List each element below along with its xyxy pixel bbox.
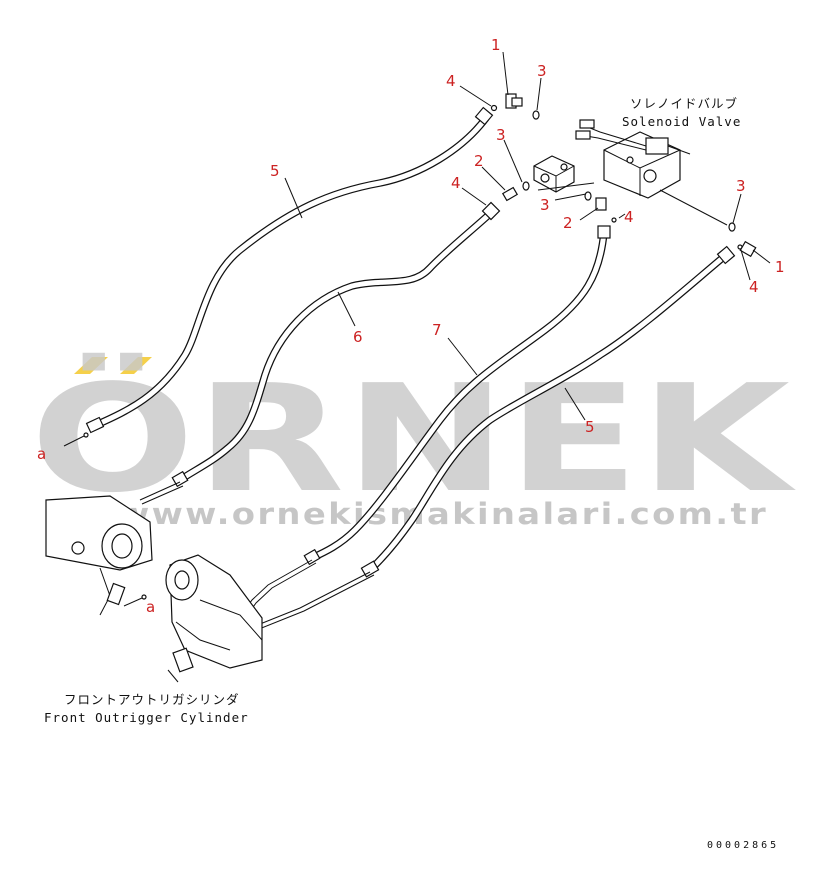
callout-2-right: 2	[563, 214, 573, 232]
front-outrigger-cylinder-front	[165, 554, 263, 683]
drawing-number: 00002865	[707, 840, 779, 851]
cylinder-label-en: Front Outrigger Cylinder	[44, 710, 249, 725]
grease-nipple-bottom	[123, 594, 147, 607]
front-outrigger-cylinder-rear	[45, 495, 153, 616]
fitting-hose5-bottom	[85, 416, 105, 434]
connector-block	[533, 155, 575, 193]
o-ring-block-right	[584, 191, 592, 201]
callout-2-left: 2	[474, 152, 484, 170]
callout-a-left: a	[37, 445, 46, 463]
solenoid-valve-label-en: Solenoid Valve	[622, 114, 741, 129]
grease-nipple-left	[63, 432, 89, 447]
solenoid-valve-label-jp: ソレノイドバルブ	[630, 96, 738, 111]
cylinder-label-jp: フロントアウトリガシリンダ	[64, 692, 240, 707]
callout-4-right: 4	[624, 208, 634, 226]
hose-5-upper	[85, 106, 494, 434]
watermark-accent-mark-left	[74, 357, 108, 374]
hose-6	[171, 201, 501, 488]
o-ring-top	[490, 104, 498, 112]
callout-4-lower: 4	[749, 278, 759, 296]
callout-7: 7	[432, 321, 442, 339]
callout-3-top: 3	[537, 62, 547, 80]
fittings	[63, 93, 757, 607]
o-ring-3-right	[728, 222, 736, 232]
callout-4-top: 4	[446, 72, 456, 90]
callout-6: 6	[353, 328, 363, 346]
callout-3-block: 3	[540, 196, 550, 214]
watermark-brand: ÖRNEK	[30, 352, 797, 525]
watermark-url: www.ornekismakinalari.com.tr	[118, 497, 768, 531]
component-labels: ソレノイドバルブ Solenoid Valve フロントアウトリガシリンダ Fr…	[44, 96, 779, 851]
hose-7	[303, 225, 611, 566]
elbow-fitting-right	[595, 197, 617, 223]
fitting-hose5-top	[474, 106, 494, 126]
callout-3-right: 3	[736, 177, 746, 195]
callout-1-top: 1	[491, 36, 501, 54]
elbow-fitting-top	[505, 93, 523, 109]
callout-5-upper: 5	[270, 162, 280, 180]
solenoid-valve	[575, 119, 691, 199]
watermark-accent-mark-right	[120, 357, 152, 374]
adapter-left	[501, 181, 530, 202]
callout-a-bottom: a	[146, 598, 155, 616]
callout-1-right: 1	[775, 258, 785, 276]
elbow-fitting-lower-right	[739, 240, 757, 258]
callout-5-lower: 5	[585, 418, 595, 436]
hose-5-lower	[360, 245, 736, 578]
callout-3-mid: 3	[496, 126, 506, 144]
callout-4-left: 4	[451, 174, 461, 192]
o-ring-3-top	[532, 110, 540, 120]
leader-lines	[284, 51, 771, 421]
watermark: ÖRNEK www.ornekismakinalari.com.tr	[30, 352, 797, 531]
callouts: 1 4 3 3 2 4 3 2 4 3 1 4 5 6 7 5 a a	[37, 36, 785, 616]
